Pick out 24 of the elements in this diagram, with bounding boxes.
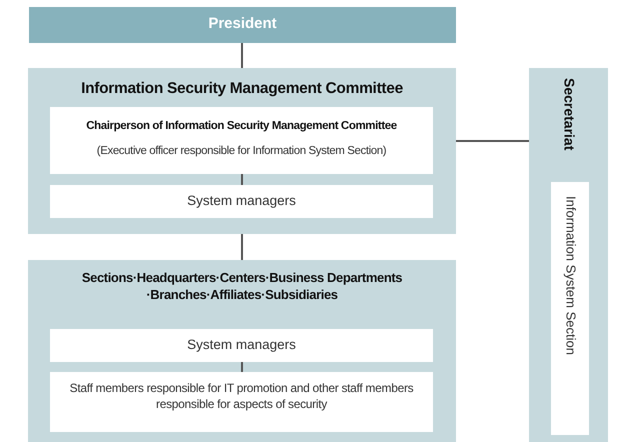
connector-line [241,234,243,260]
role-note: (Executive officer responsible for Information System Section) [96,145,388,159]
connector-line [241,174,243,185]
connector-line [241,362,243,372]
connector-line [241,43,243,68]
box-title: President [207,15,278,33]
role-box [50,107,433,174]
connector-line [456,140,529,142]
role-label: System managers [186,337,297,354]
side-panel [529,68,608,442]
role-label: Information System Section [562,196,578,355]
group-panel [28,260,456,442]
role-title: Chairperson of Information Security Management Committee [85,120,398,134]
panel-heading: Secretariat [560,78,578,150]
role-label: Staff members responsible for IT promotion and other staff members responsible for aspects of security [68,380,414,412]
panel-heading: Sections·Headquarters·Centers·Business Departments ·Branches·Affiliates·Subsidiaries [80,270,404,304]
group-panel [28,68,456,234]
role-box [50,185,433,218]
panel-heading: Information Security Management Committee [80,80,404,99]
role-box [50,372,433,432]
role-box [551,182,589,435]
top-box [29,7,456,43]
role-box [50,329,433,362]
role-label: System managers [186,193,297,210]
